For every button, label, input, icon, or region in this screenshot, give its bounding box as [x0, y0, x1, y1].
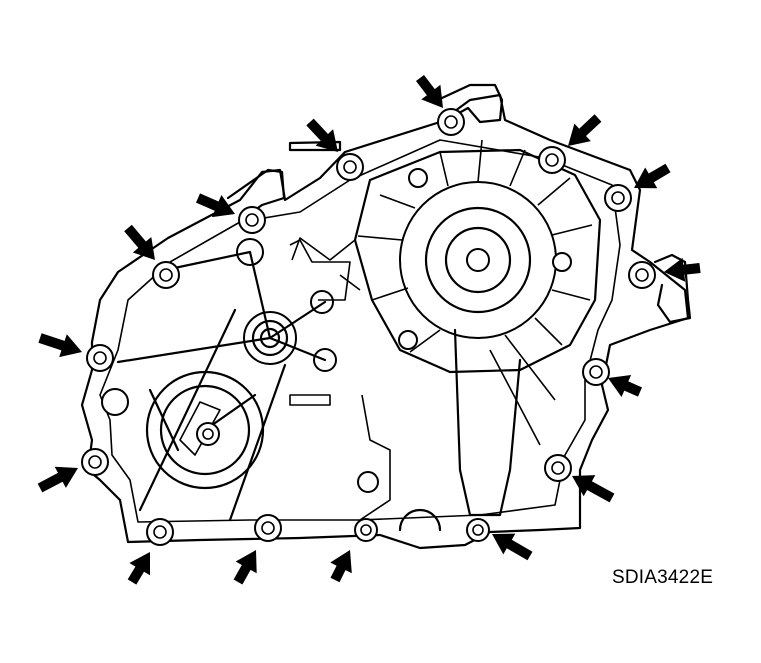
bolt [238, 206, 266, 234]
bolt-arrow [568, 114, 602, 146]
bolt-arrow [572, 475, 615, 503]
bolt [538, 146, 566, 174]
bolt-arrow [306, 118, 338, 152]
bolt [196, 422, 220, 446]
bolt-arrow [330, 550, 352, 583]
bolt-arrow [233, 550, 257, 585]
bolt-arrow [608, 375, 642, 397]
bolt-arrow [37, 466, 78, 493]
bolt [146, 518, 174, 546]
bolt-arrow [38, 333, 82, 358]
bolt [628, 261, 656, 289]
bolt-group [81, 108, 656, 546]
bolt-arrow [664, 257, 701, 282]
bolt [354, 518, 378, 542]
bolt-arrow [634, 163, 671, 189]
bolt [582, 358, 610, 386]
arrow-group [37, 75, 701, 585]
bolt-arrow [127, 552, 150, 585]
right-bracket [653, 253, 692, 324]
left-bracket [226, 168, 286, 220]
bolt [81, 448, 109, 476]
bolt [544, 454, 572, 482]
case-outline [80, 93, 690, 550]
bolt [604, 184, 632, 212]
bolt-arrow [416, 75, 443, 108]
bolt-arrow [196, 193, 235, 218]
bolt [336, 153, 364, 181]
input-bearing-area [101, 238, 351, 522]
lower-boss [453, 328, 522, 517]
bolt [437, 108, 465, 136]
bolt [254, 514, 282, 542]
bolt [86, 344, 114, 372]
bolt-arrow [124, 224, 155, 260]
bolt [152, 261, 180, 289]
top-bracket [440, 83, 504, 124]
bolt [466, 518, 490, 542]
bolt-arrow [492, 533, 533, 561]
figure-code: SDIA3422E [612, 567, 714, 588]
